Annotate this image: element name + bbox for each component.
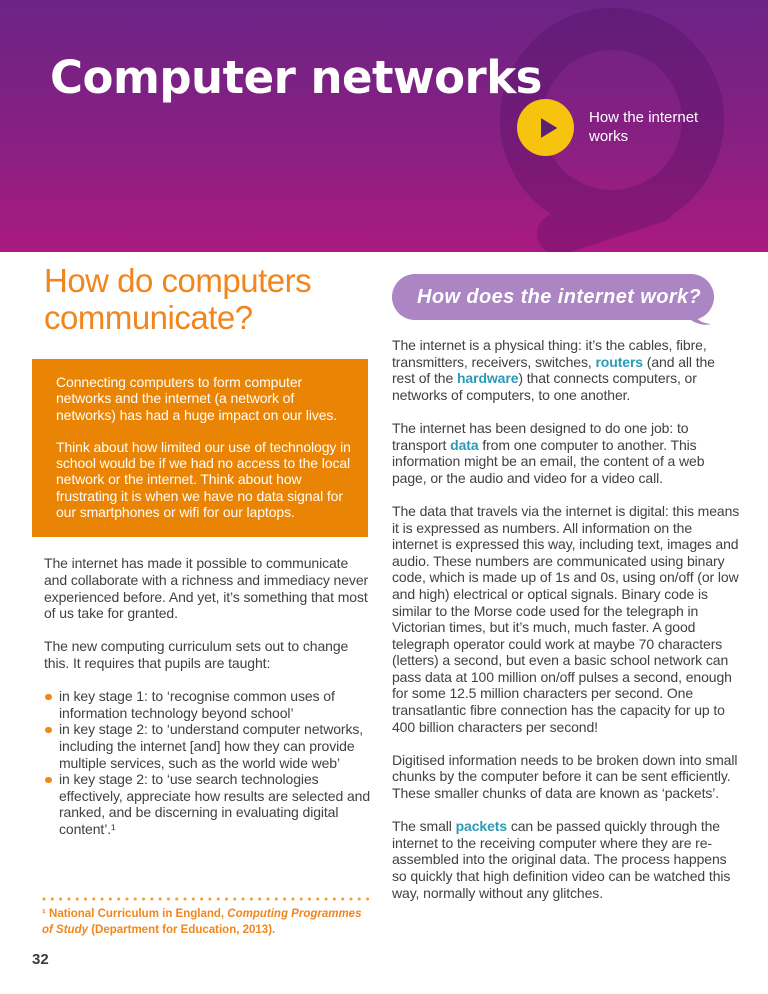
text-segment: The internet is a physical thing: it’s t… — [392, 337, 707, 370]
body-paragraph: The data that travels via the internet i… — [392, 503, 740, 735]
text-segment: (and all the rest of the — [392, 353, 715, 387]
footnote-divider — [42, 897, 374, 901]
bullet-text: in key stage 1: to ‘recognise common use… — [59, 688, 335, 721]
video-link[interactable]: How the internet works — [517, 99, 701, 156]
text-segment: The data that travels via the internet i… — [392, 502, 740, 735]
text-segment: Digitised information needs to be broken… — [392, 751, 738, 802]
text-segment: ¹ National Curriculum in England, — [42, 908, 228, 920]
text-segment: can be passed quickly through the intern… — [392, 818, 731, 901]
bullet-dot-icon — [45, 693, 52, 701]
bullet-dot-icon — [45, 726, 52, 734]
body-paragraph: The internet is a physical thing: it’s t… — [392, 337, 740, 403]
video-link-label: How the internet works — [589, 109, 699, 145]
question-bubble-label: How does the internet work? — [417, 285, 702, 308]
keyword-text: packets — [455, 818, 508, 835]
text-segment: The small — [392, 818, 456, 835]
bullet-dot-icon — [45, 776, 52, 784]
page-title: Computer networks — [50, 51, 542, 104]
callout-paragraph: Think about how limited our use of techn… — [56, 438, 351, 521]
bullet-list: in key stage 1: to ‘recognise common use… — [44, 688, 374, 837]
page-header: Computer networks How the internet works — [0, 0, 768, 252]
text-segment: ) that connects computers, or networks o… — [392, 370, 697, 403]
bullet-item: in key stage 2: to ‘understand computer … — [44, 721, 374, 771]
body-paragraph: The small packets can be passed quickly … — [392, 818, 740, 901]
play-triangle-icon — [541, 117, 558, 138]
text-segment: from one computer to another. This infor… — [392, 436, 705, 486]
keyword-text: routers — [595, 353, 643, 370]
text-segment: Computing Programmes of Study — [42, 908, 362, 936]
keyword-text: data — [450, 436, 479, 453]
page-number: 32 — [32, 951, 49, 968]
body-paragraph: The internet has made it possible to com… — [44, 555, 369, 622]
callout-paragraph: Connecting computers to form computer ne… — [56, 374, 338, 423]
body-paragraph: The new computing curriculum sets out to… — [44, 638, 349, 671]
bubble-tail-icon — [681, 309, 711, 325]
keyword-text: hardware — [456, 370, 519, 387]
text-segment: The internet has been designed to do one… — [392, 419, 689, 453]
callout-box: Connecting computers to form computer ne… — [32, 359, 368, 538]
footnote-area: ¹ National Curriculum in England, Comput… — [32, 897, 378, 968]
question-bubble: How does the internet work? — [392, 274, 714, 325]
text-segment: (Department for Education, 2013). — [88, 924, 276, 936]
left-column: How do computers communicate? Connecting… — [32, 262, 374, 837]
section-heading: How do computers communicate? — [44, 262, 312, 336]
bullet-text: in key stage 2: to ‘understand computer … — [59, 721, 364, 771]
play-icon[interactable] — [517, 99, 574, 156]
bullet-item: in key stage 1: to ‘recognise common use… — [44, 688, 374, 721]
footnote: ¹ National Curriculum in England, Comput… — [42, 906, 374, 938]
bullet-text: in key stage 2: to ‘use search technolog… — [59, 771, 371, 837]
right-column: How does the internet work? The internet… — [392, 274, 740, 918]
body-paragraph: The internet has been designed to do one… — [392, 420, 740, 486]
bullet-item: in key stage 2: to ‘use search technolog… — [44, 771, 374, 837]
body-paragraph: Digitised information needs to be broken… — [392, 752, 740, 802]
